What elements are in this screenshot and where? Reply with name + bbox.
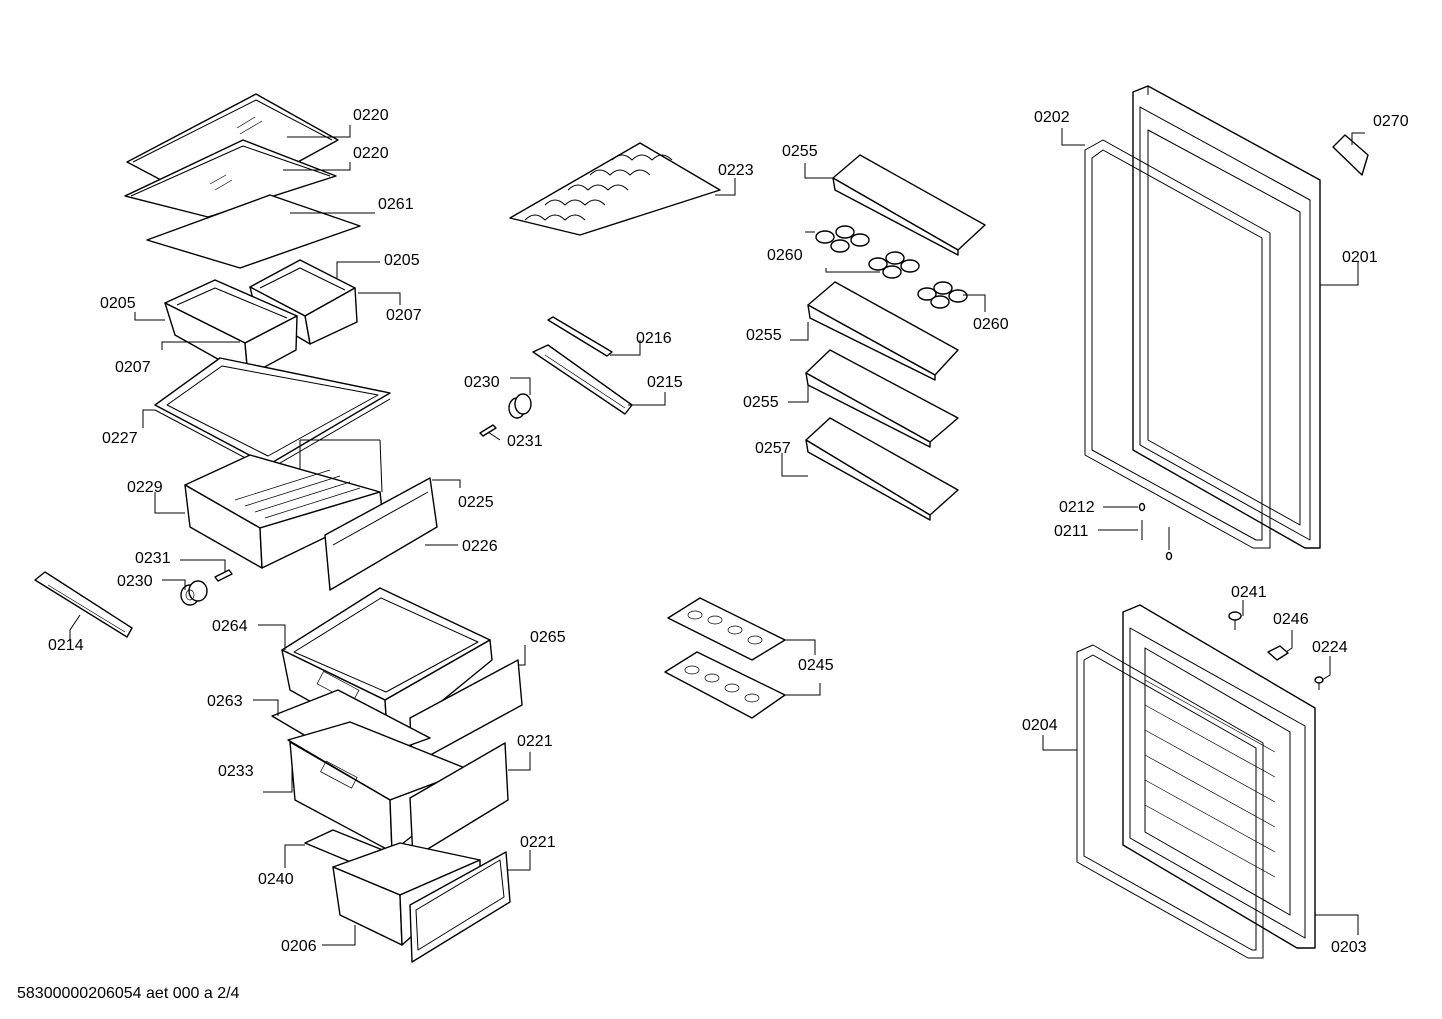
box-0205-left xyxy=(164,279,298,377)
egg-cup-0260-c xyxy=(917,281,968,309)
label-0224: 0224 xyxy=(1312,639,1348,656)
label-0211: 0211 xyxy=(1054,523,1089,540)
door-shelf-0255-low xyxy=(805,349,959,448)
label-0204: 0204 xyxy=(1022,717,1058,734)
roller-0230-mid xyxy=(508,393,532,419)
label-0257: 0257 xyxy=(755,440,791,457)
screw-0241 xyxy=(1228,611,1242,630)
freezer-door-0203 xyxy=(1122,604,1316,949)
label-0207-right: 0207 xyxy=(386,307,422,324)
fridge-door-0201 xyxy=(1132,85,1321,549)
egg-cup-0260-b xyxy=(868,251,920,279)
egg-cup-0260-a xyxy=(815,225,870,253)
label-0263: 0263 xyxy=(207,693,243,710)
rail-0214 xyxy=(34,571,133,638)
label-0207-left: 0207 xyxy=(115,359,151,376)
label-0216: 0216 xyxy=(636,330,672,347)
label-0205-left: 0205 xyxy=(100,295,136,312)
label-0205-right: 0205 xyxy=(384,252,420,269)
label-0231-left: 0231 xyxy=(135,550,171,567)
screw-0224 xyxy=(1314,676,1324,690)
label-0206: 0206 xyxy=(281,938,317,955)
label-0265: 0265 xyxy=(530,629,566,646)
pin-0231-mid xyxy=(479,424,497,437)
front-panel-0221-top xyxy=(409,742,509,859)
label-0233: 0233 xyxy=(218,763,254,780)
label-0201: 0201 xyxy=(1342,249,1378,266)
label-0215: 0215 xyxy=(647,374,683,391)
part-labels: 0220 0220 0261 0205 0207 0205 0207 0227 … xyxy=(48,107,1409,956)
label-0225: 0225 xyxy=(458,494,494,511)
label-0240: 0240 xyxy=(258,871,294,888)
part-0246 xyxy=(1267,645,1289,661)
trim-0216 xyxy=(547,316,613,357)
label-0264: 0264 xyxy=(212,618,248,635)
door-shelf-0255-top xyxy=(832,154,986,256)
label-0203: 0203 xyxy=(1331,939,1367,956)
module-0270 xyxy=(1332,134,1369,176)
egg-tray-0245-bottom xyxy=(664,651,786,719)
glass-shelf-0220-bottom xyxy=(124,139,337,218)
door-shelf-0257 xyxy=(805,417,959,521)
label-0220-a: 0220 xyxy=(353,107,389,124)
drawing-code: 58300000206054 aet 000 a 2/4 xyxy=(17,985,240,1002)
door-shelf-0255-mid xyxy=(807,281,959,381)
label-0223: 0223 xyxy=(718,162,754,179)
shelf-frame-0227 xyxy=(154,357,391,471)
label-0241: 0241 xyxy=(1231,584,1267,601)
label-0270: 0270 xyxy=(1373,113,1409,130)
label-0231-mid: 0231 xyxy=(507,433,543,450)
label-0221-top: 0221 xyxy=(517,733,553,750)
label-0245: 0245 xyxy=(798,657,834,674)
egg-tray-0245-top xyxy=(667,597,786,661)
screw-0212 xyxy=(1138,502,1146,512)
label-0255-top: 0255 xyxy=(782,143,818,160)
label-0230-left: 0230 xyxy=(117,573,153,590)
hinge-pin-0211 xyxy=(1141,520,1173,561)
label-0255-mid: 0255 xyxy=(746,327,782,344)
door-gasket-0204 xyxy=(1076,644,1264,959)
label-0202: 0202 xyxy=(1034,109,1070,126)
label-0260-right: 0260 xyxy=(973,316,1009,333)
label-0229: 0229 xyxy=(127,479,163,496)
pin-0231-left xyxy=(214,569,233,582)
label-0214: 0214 xyxy=(48,637,84,654)
label-0212: 0212 xyxy=(1059,499,1095,516)
label-0230-mid: 0230 xyxy=(464,374,500,391)
label-0246: 0246 xyxy=(1273,611,1309,628)
door-gasket-0202 xyxy=(1084,139,1271,549)
label-0226: 0226 xyxy=(462,538,498,555)
label-0260-left: 0260 xyxy=(767,247,803,264)
label-0255-low: 0255 xyxy=(743,394,779,411)
label-0220-b: 0220 xyxy=(353,145,389,162)
label-0261: 0261 xyxy=(378,196,414,213)
label-0227: 0227 xyxy=(102,430,138,447)
front-panel-0221-bottom xyxy=(409,851,511,963)
leader-lines xyxy=(69,125,1365,946)
crisper-drawer-0229 xyxy=(184,439,383,569)
label-0221-bottom: 0221 xyxy=(520,834,556,851)
wine-rack-0223 xyxy=(509,142,721,236)
front-panel-0225 xyxy=(324,477,438,591)
